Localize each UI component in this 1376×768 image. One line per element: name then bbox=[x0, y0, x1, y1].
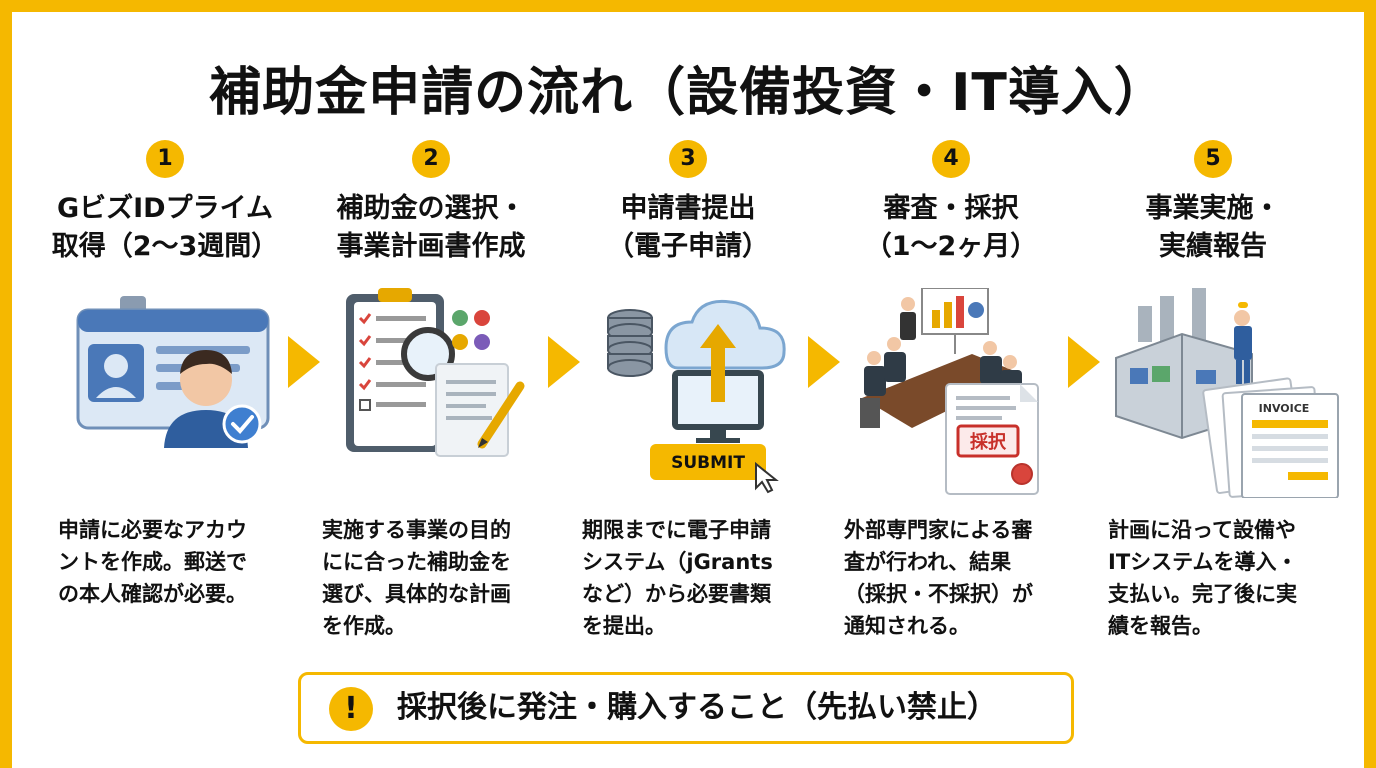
arrow-right-icon bbox=[808, 336, 840, 388]
step-2: 2 補助金の選択・ 事業計画書作成 bbox=[306, 140, 556, 266]
meeting-approval-icon: 採択 bbox=[860, 288, 1039, 495]
step-description: 外部専門家による審 査が行われ、結果 （採択・不採択）が 通知される。 bbox=[844, 518, 1033, 638]
id-card-icon bbox=[76, 296, 270, 448]
invoice-label: INVOICE bbox=[1259, 402, 1310, 415]
step-5: 5 事業実施・ 実績報告 bbox=[1088, 140, 1338, 266]
arrow-right-icon bbox=[1068, 336, 1100, 388]
step-title: 補助金の選択・ 事業計画書作成 bbox=[336, 193, 526, 262]
step-title: 事業実施・ 実績報告 bbox=[1145, 193, 1281, 262]
step-description: 実施する事業の目的 にに合った補助金を 選び、具体的な計画 を作成。 bbox=[322, 518, 511, 638]
step-number-badge: 5 bbox=[1194, 140, 1232, 178]
step-description: 申請に必要なアカウ ントを作成。郵送で の本人確認が必要。 bbox=[58, 518, 247, 606]
step-title: GビズIDプライム 取得（2〜3週間） bbox=[51, 193, 279, 262]
cloud-upload-icon: SUBMIT bbox=[607, 299, 786, 494]
step-3: 3 申請書提出 （電子申請） bbox=[563, 140, 813, 266]
exclamation-icon: ! bbox=[329, 687, 373, 731]
warning-box: ! 採択後に発注・購入すること（先払い禁止） bbox=[298, 672, 1074, 744]
step-number-badge: 2 bbox=[412, 140, 450, 178]
clipboard-magnifier-icon bbox=[346, 288, 525, 457]
submit-label: SUBMIT bbox=[671, 453, 745, 473]
step-title: 審査・採択 （1〜2ヶ月） bbox=[864, 193, 1038, 262]
step-title: 申請書提出 （電子申請） bbox=[607, 193, 769, 262]
warning-text: 採択後に発注・購入すること（先払い禁止） bbox=[397, 690, 997, 725]
page-title: 補助金申請の流れ（設備投資・IT導入） bbox=[209, 63, 1167, 123]
step-number-badge: 4 bbox=[932, 140, 970, 178]
step-number-badge: 1 bbox=[146, 140, 184, 178]
arrow-right-icon bbox=[288, 336, 320, 388]
step-description: 期限までに電子申請 システム（jGrants など）から必要書類 を提出。 bbox=[582, 518, 773, 638]
step-4: 4 審査・採択 （1〜2ヶ月） bbox=[826, 140, 1076, 266]
step-number-badge: 3 bbox=[669, 140, 707, 178]
stamp-label: 採択 bbox=[970, 431, 1007, 453]
factory-invoice-icon: INVOICE bbox=[1115, 288, 1339, 498]
step-1: 1 GビズIDプライム 取得（2〜3週間） bbox=[40, 140, 290, 266]
step-description: 計画に沿って設備や ITシステムを導入・ 支払い。完了後に実 績を報告。 bbox=[1108, 518, 1298, 638]
arrow-right-icon bbox=[548, 336, 580, 388]
